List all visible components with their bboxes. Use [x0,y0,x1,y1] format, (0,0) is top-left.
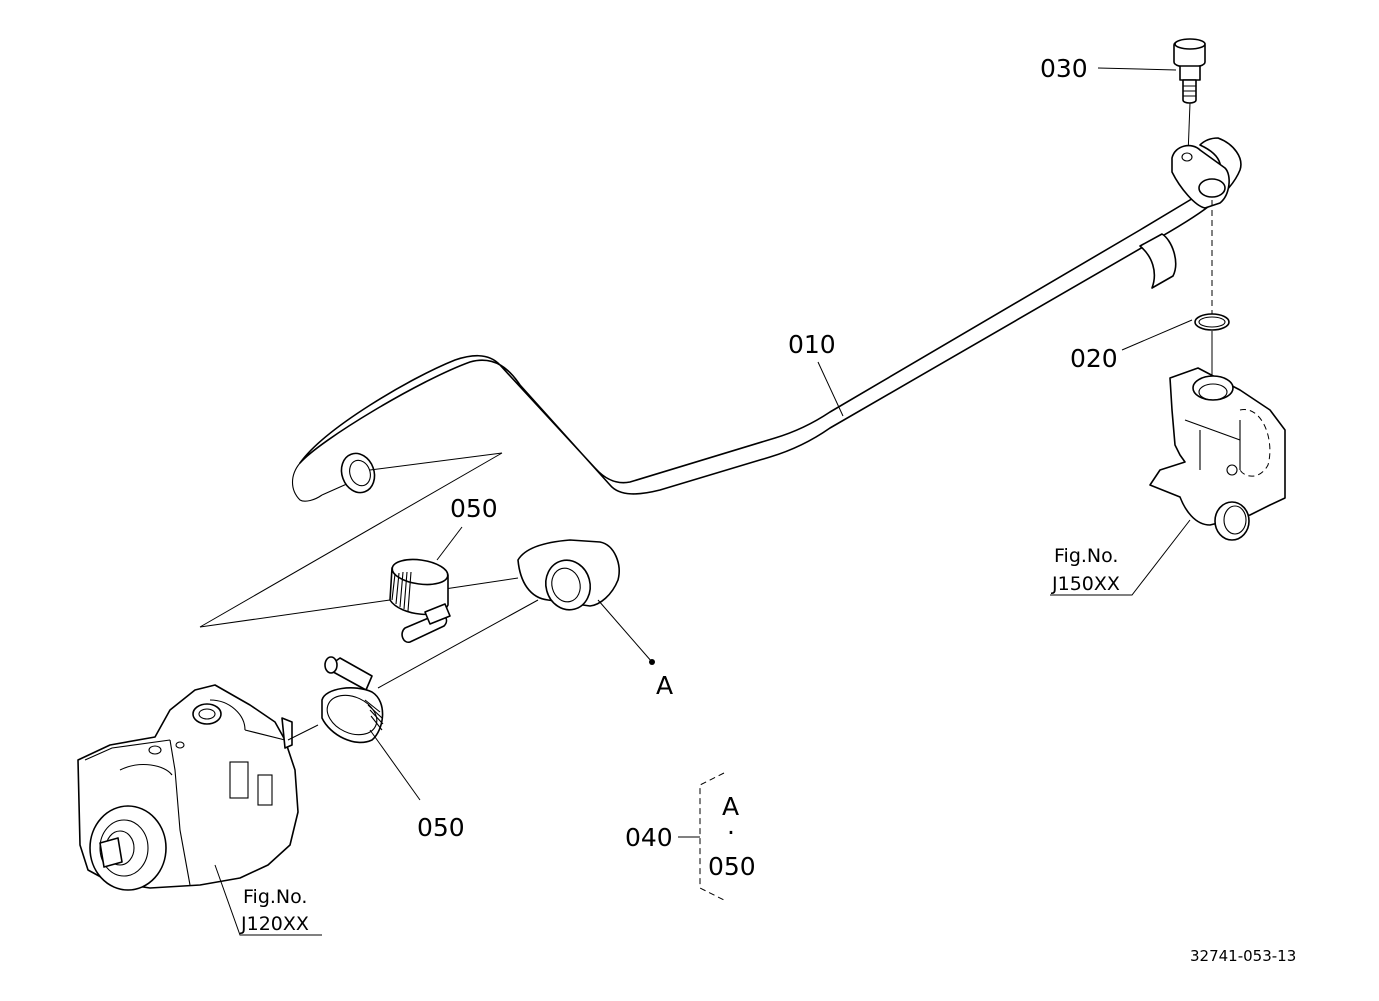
o-ring-020[interactable] [1194,313,1230,331]
callout-050-top: 050 [450,494,498,523]
bolt-030[interactable] [1173,38,1206,104]
hose-connector-a[interactable] [517,539,620,615]
hydraulic-pump-left [77,684,299,891]
leader-050-bottom [369,729,421,801]
pipe-flange [1171,144,1230,209]
group-040-bracket [699,772,725,901]
leader-figref-right [1050,519,1191,596]
figref-left-line2: J120XX [240,913,309,935]
figref-right-line1: Fig.No. [1054,545,1118,567]
callout-a: A [656,671,673,700]
pipe-010[interactable] [291,137,1242,502]
leader-050-top [436,526,463,561]
callout-020: 020 [1070,344,1118,373]
hose-clamp-050-upper[interactable] [389,556,451,643]
callout-050-bottom: 050 [417,813,465,842]
figref-left-line1: Fig.No. [243,886,307,908]
group-040-top: A [722,792,739,821]
callout-030: 030 [1040,54,1088,83]
callout-040: 040 [625,823,673,852]
leader-a [597,599,653,663]
pipe-end-fitting [340,452,376,494]
group-040-sep: · [727,818,735,847]
leader-030 [1097,67,1177,71]
point-a-dot [649,659,655,665]
drawing-number: 32741-053-13 [1190,947,1296,965]
hose-clamp-050-lower[interactable] [321,656,384,744]
leader-010 [817,361,844,417]
leader-figref-left [214,864,322,936]
valve-block-right [1149,367,1286,541]
callout-010: 010 [788,330,836,359]
figref-right-line2: J150XX [1051,573,1120,595]
leader-020 [1121,319,1193,351]
group-040-bottom: 050 [708,852,756,881]
